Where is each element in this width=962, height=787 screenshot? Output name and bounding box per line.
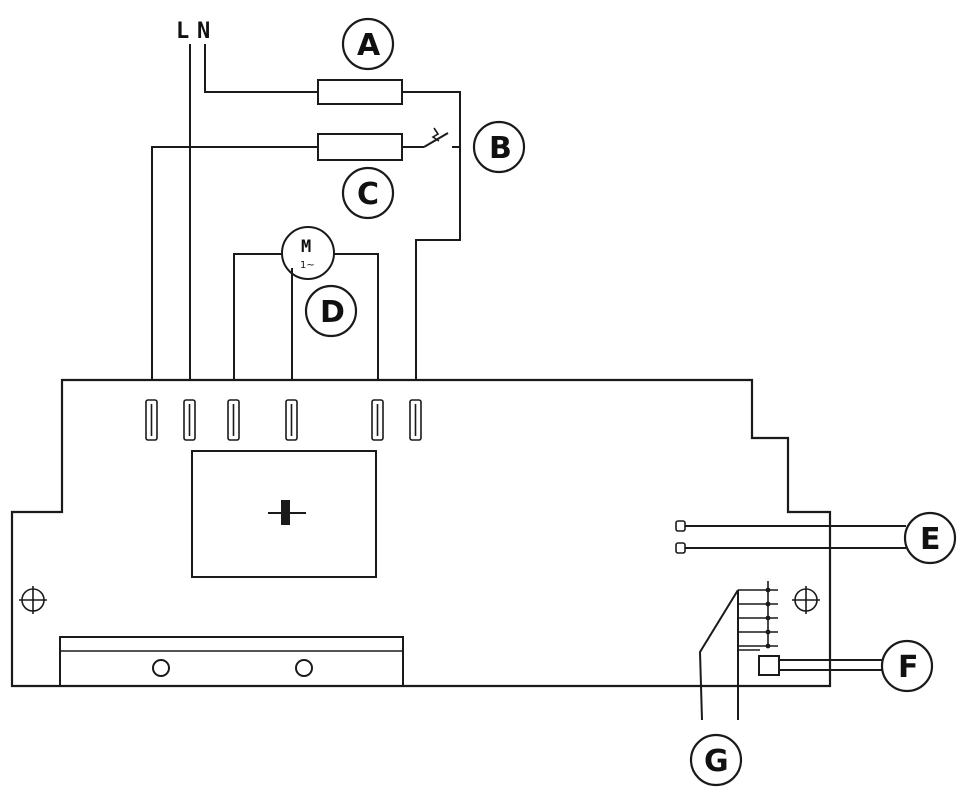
motor-m-label: M [301, 237, 311, 257]
rail-hole [295, 659, 313, 677]
motor-wire-left [233, 253, 283, 400]
callout-b-label: B [489, 131, 512, 166]
mounting-hole-left-icon [19, 586, 47, 614]
callout-e-label: E [920, 522, 941, 557]
neutral-label: N [197, 19, 210, 44]
component-c-fuse [317, 133, 403, 161]
callout-f: F [880, 639, 934, 693]
component-f-box [758, 655, 780, 676]
terminal [145, 399, 158, 441]
callout-d: D [304, 284, 358, 338]
terminal-block [145, 399, 422, 441]
bottom-rail [59, 636, 404, 687]
wire-c-left [151, 146, 318, 400]
callout-g-label: G [704, 744, 729, 779]
wire-a-to-b [402, 91, 461, 400]
callout-c: C [341, 166, 395, 220]
relay-symbol-core [281, 500, 290, 525]
terminal [183, 399, 196, 441]
mounting-hole-right-icon [792, 586, 820, 614]
control-board-outline [10, 378, 832, 688]
rail-hole [152, 659, 170, 677]
callout-e: E [903, 511, 957, 565]
terminal [227, 399, 240, 441]
relay-box [191, 450, 377, 578]
motor-symbol [281, 226, 335, 280]
callout-c-label: C [357, 177, 379, 212]
callout-f-label: F [898, 650, 919, 685]
line-label: L [176, 19, 189, 44]
callout-a-label: A [357, 28, 381, 63]
terminal [409, 399, 422, 441]
callout-b: B [472, 120, 526, 174]
terminal [285, 399, 298, 441]
motor-wire-right [333, 253, 379, 400]
callout-d-label: D [320, 295, 345, 330]
component-a-fuse [317, 79, 403, 105]
callout-a: A [341, 17, 395, 71]
terminal [371, 399, 384, 441]
switch-b-blade [423, 132, 449, 148]
switch-b-hook [431, 127, 440, 142]
sensor-assembly [698, 581, 780, 721]
neutral-wire [204, 44, 318, 93]
callout-g: G [689, 733, 743, 787]
motor-phase-label: 1~ [300, 260, 315, 271]
